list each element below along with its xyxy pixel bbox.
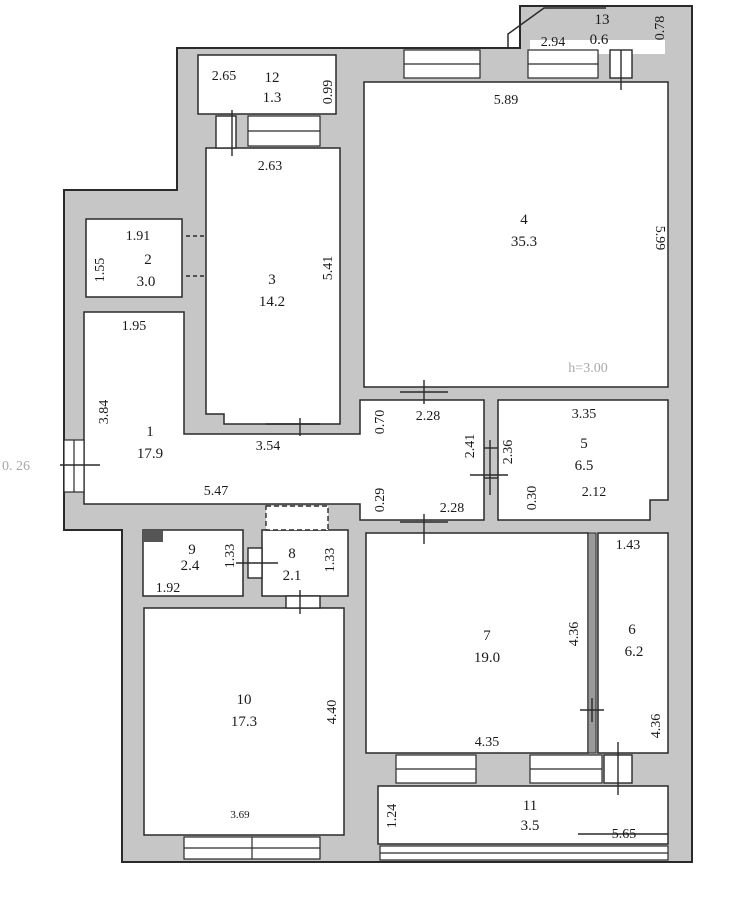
dim-4-36-room6: 4.36 xyxy=(649,714,664,739)
dim-1-33-right: 1.33 xyxy=(323,548,338,573)
dim-1-33-left: 1.33 xyxy=(223,544,238,569)
room-6-area: 6.2 xyxy=(625,644,644,660)
room-7-number: 7 xyxy=(483,628,491,644)
windows xyxy=(63,49,669,861)
dim-2-36: 2.36 xyxy=(501,440,516,465)
dim-1-43: 1.43 xyxy=(616,538,641,553)
dim-4-36-room7: 4.36 xyxy=(567,622,582,647)
dim-5-47: 5.47 xyxy=(204,484,229,499)
room-2-area: 3.0 xyxy=(137,274,156,290)
door-marks xyxy=(60,49,668,835)
room-6-floor xyxy=(597,532,669,754)
dim-5-41: 5.41 xyxy=(321,256,336,281)
dim-0-29: 0.29 xyxy=(373,488,388,513)
dim-2-28-top: 2.28 xyxy=(416,409,441,424)
room-1-number: 1 xyxy=(146,424,154,440)
room-4-number: 4 xyxy=(520,212,528,228)
dim-2-28-bottom: 2.28 xyxy=(440,501,465,516)
room-5-floor xyxy=(497,399,669,521)
dim-3-35: 3.35 xyxy=(572,407,597,422)
dim-5-99: 5.99 xyxy=(652,226,667,251)
room-1-area: 17.9 xyxy=(137,446,163,462)
vent-block xyxy=(143,530,163,542)
room-8-number: 8 xyxy=(288,546,296,562)
room-6-number: 6 xyxy=(628,622,636,638)
dim-1-92: 1.92 xyxy=(156,581,181,596)
dim-2-94: 2.94 xyxy=(541,35,566,50)
dim-1-91: 1.91 xyxy=(126,229,151,244)
room-9-number: 9 xyxy=(188,542,196,558)
room-8-area: 2.1 xyxy=(283,568,302,584)
dim-0-78: 0.78 xyxy=(653,16,668,41)
room-3-number: 3 xyxy=(268,272,276,288)
room-11-area: 3.5 xyxy=(521,818,540,834)
room-4-area: 35.3 xyxy=(511,234,537,250)
room-9-area: 2.4 xyxy=(181,558,200,574)
room-3-area: 14.2 xyxy=(259,294,285,310)
room-12-number: 12 xyxy=(265,70,280,86)
dim-0-26-faint: 0. 26 xyxy=(2,459,30,474)
dim-3-54: 3.54 xyxy=(256,439,281,454)
room-7-floor xyxy=(365,532,589,754)
room-5-number: 5 xyxy=(580,436,588,452)
dim-1-55: 1.55 xyxy=(93,258,108,283)
room-5-area: 6.5 xyxy=(575,458,594,474)
room-2-number: 2 xyxy=(144,252,152,268)
ceiling-height: h=3.00 xyxy=(568,361,607,376)
dim-2-12: 2.12 xyxy=(582,485,607,500)
room-1-floor xyxy=(83,311,485,521)
room-12-area: 1.3 xyxy=(263,90,282,106)
dim-1-24: 1.24 xyxy=(385,804,400,829)
dim-5-65: 5.65 xyxy=(612,827,637,842)
room-13-area: 0.6 xyxy=(590,32,609,48)
dim-4-40: 4.40 xyxy=(325,700,340,725)
room-2-floor xyxy=(85,218,183,298)
partition-6-7 xyxy=(587,532,597,754)
room-10-area: 17.3 xyxy=(231,714,257,730)
room-4-floor xyxy=(363,81,669,388)
dim-4-35: 4.35 xyxy=(475,735,500,750)
room-12-floor xyxy=(197,54,337,115)
room-3-floor xyxy=(205,147,341,425)
room-7-area: 19.0 xyxy=(474,650,500,666)
dim-3-69: 3.69 xyxy=(230,809,250,821)
dim-0-70: 0.70 xyxy=(373,410,388,435)
room-10-number: 10 xyxy=(237,692,252,708)
room-10-floor xyxy=(143,607,345,836)
dim-5-89: 5.89 xyxy=(494,93,519,108)
bay-outline xyxy=(507,7,606,48)
dim-3-84: 3.84 xyxy=(97,400,112,425)
dim-0-30: 0.30 xyxy=(525,486,540,511)
dim-2-63: 2.63 xyxy=(258,159,283,174)
room-13-number: 13 xyxy=(595,12,610,28)
dim-0-99: 0.99 xyxy=(321,80,336,105)
dim-2-41: 2.41 xyxy=(463,434,478,459)
room-11-number: 11 xyxy=(523,798,537,814)
dim-1-95: 1.95 xyxy=(122,319,147,334)
dim-2-65: 2.65 xyxy=(212,69,237,84)
